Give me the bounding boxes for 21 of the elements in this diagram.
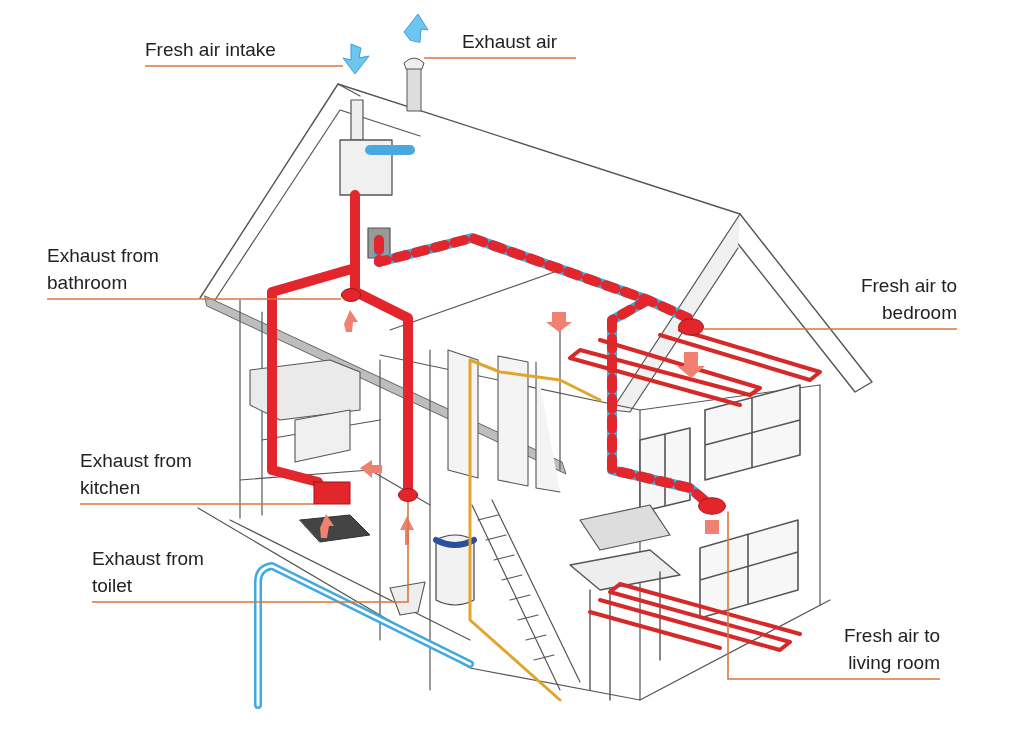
callout-label: Exhaust from kitchen (80, 447, 210, 501)
duct-valve (398, 488, 418, 502)
leader-line (423, 57, 577, 59)
leader-line (46, 298, 342, 300)
callout-label: Fresh air intake (145, 36, 325, 63)
vent-pipe (404, 55, 424, 111)
callout-label: Exhaust from toilet (92, 545, 222, 599)
callout-label: Fresh air to bedroom (835, 272, 957, 326)
leader-line (144, 65, 344, 67)
duct-valve (698, 497, 726, 515)
leader-line (727, 510, 941, 680)
duct-valve (341, 288, 361, 302)
leader-line (79, 503, 315, 505)
callout-label: Exhaust air (462, 28, 572, 55)
leader-line (703, 328, 958, 330)
intake-arrow (343, 44, 369, 74)
leader-line (91, 501, 409, 603)
duct-valve (678, 318, 704, 336)
callout-label: Fresh air to living room (810, 622, 940, 676)
callout-label: Exhaust from bathroom (47, 242, 187, 296)
cooker-hood (314, 482, 350, 504)
